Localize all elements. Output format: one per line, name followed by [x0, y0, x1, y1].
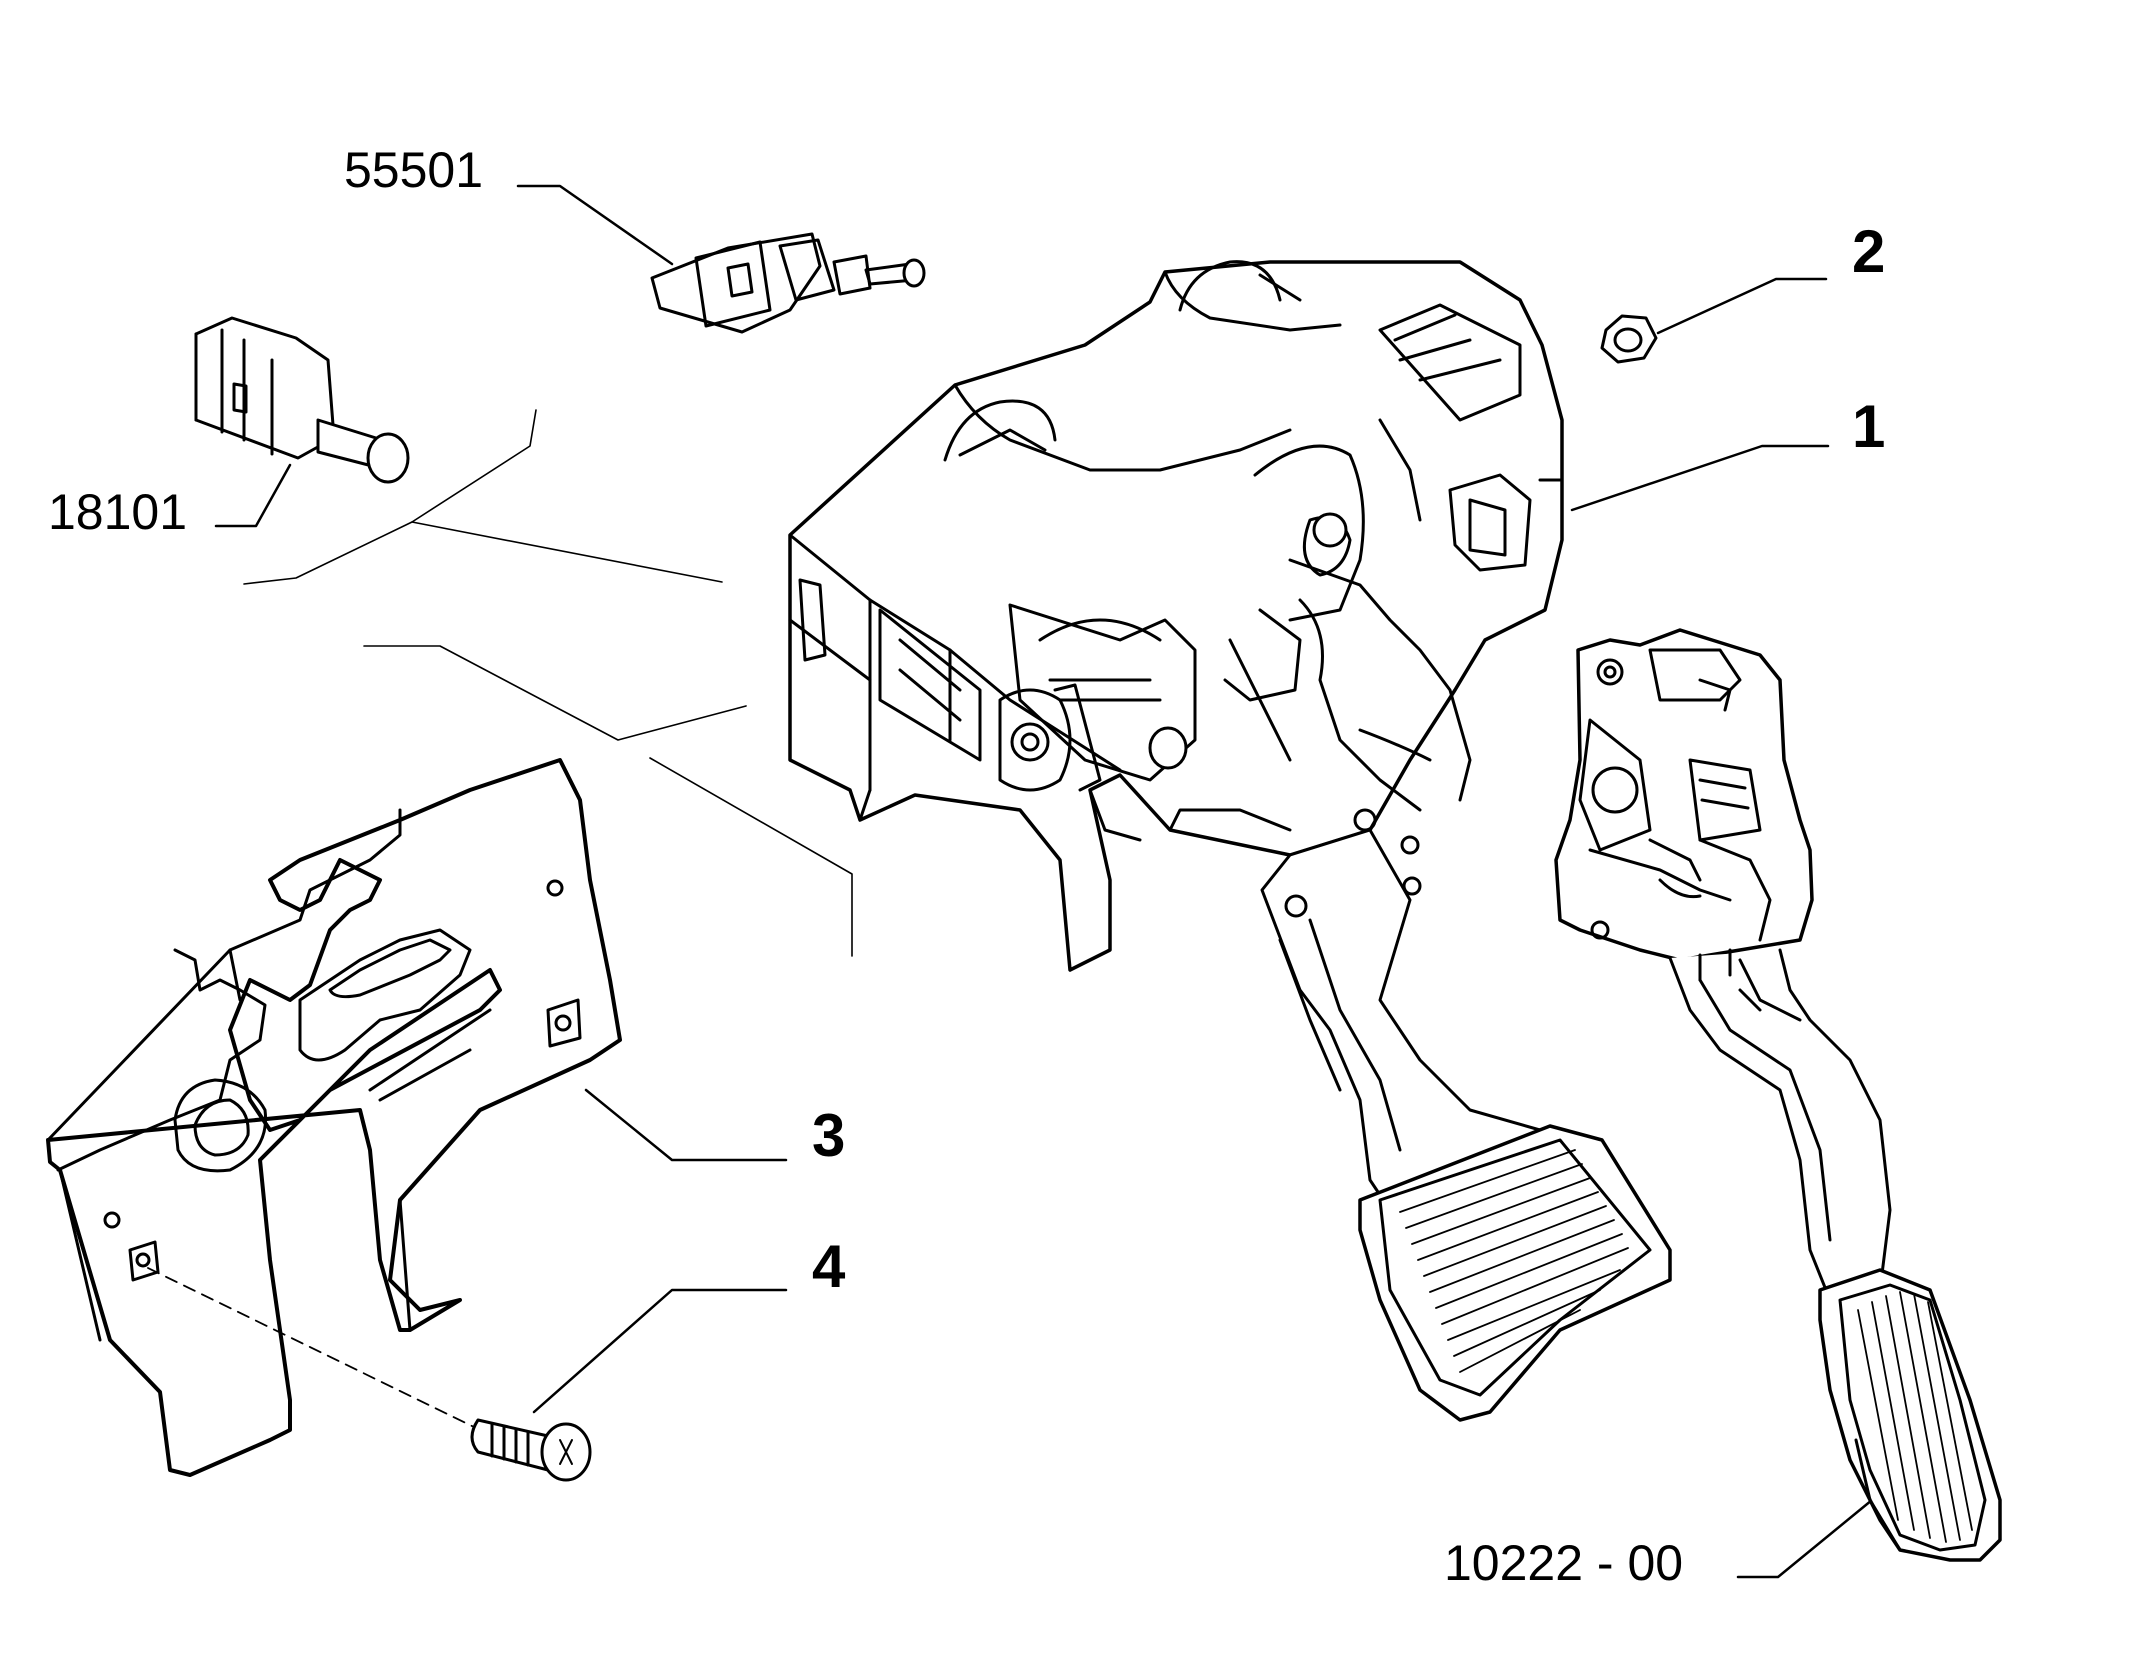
pedal-box-1	[788, 260, 1564, 972]
perspective-lines	[243, 409, 853, 957]
leader-10222	[1736, 1498, 1874, 1579]
callout-55501: 55501	[344, 142, 484, 198]
brake-pedal	[1260, 828, 1672, 1422]
bracket-3	[46, 758, 622, 1477]
accelerator-pedal-ribs	[1857, 1291, 1973, 1543]
bolt-4	[147, 1267, 592, 1482]
leader-1	[1570, 444, 1830, 512]
leader-2	[1656, 277, 1828, 335]
nut-2	[1600, 314, 1658, 364]
switch-18101	[194, 316, 410, 484]
leader-lines	[214, 184, 1874, 1579]
callout-10222-00: 10222 - 00	[1444, 1535, 1684, 1591]
leader-18101	[214, 463, 292, 528]
callout-4: 4	[812, 1233, 846, 1300]
accelerator-pedal-10222-00	[1554, 628, 2002, 1562]
callout-2: 2	[1852, 218, 1886, 285]
callout-1: 1	[1852, 393, 1886, 460]
brake-pedal-ribs	[1399, 1149, 1629, 1373]
callout-18101: 18101	[48, 484, 188, 540]
leader-55501	[516, 184, 674, 266]
callout-3: 3	[812, 1102, 846, 1169]
leader-3	[584, 1088, 788, 1162]
switch-55501	[650, 232, 926, 334]
leader-4	[532, 1288, 788, 1414]
